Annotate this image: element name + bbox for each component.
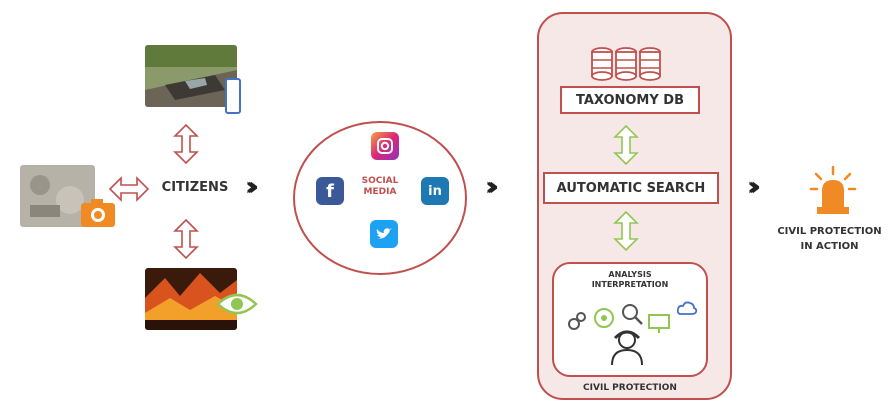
flow-arrow-3: ››› — [747, 172, 761, 202]
wildfire-photo — [145, 268, 237, 330]
arrow-citizens-top — [173, 123, 199, 165]
magnifier-icon — [620, 302, 644, 326]
gears-icon — [566, 310, 588, 332]
civil-protection-in-action-label: CIVIL PROTECTION IN ACTION — [770, 224, 889, 254]
database-icon — [590, 46, 662, 82]
arrow-taxonomy-search — [613, 124, 639, 166]
person-icon — [609, 328, 645, 366]
analysis-label: ANALYSIS INTERPRETATION — [560, 270, 700, 290]
arrow-citizens-bottom — [173, 218, 199, 260]
facebook-icon: f — [316, 177, 344, 205]
presentation-icon — [648, 314, 670, 334]
siren-icon — [808, 165, 858, 217]
citizens-label: CITIZENS — [161, 180, 229, 195]
linkedin-icon: in — [421, 177, 449, 205]
social-media-label-line1: SOCIAL — [361, 176, 399, 186]
social-media-circle — [290, 118, 470, 278]
output-line2: IN ACTION — [800, 241, 859, 252]
flow-arrow-1: ››› — [245, 172, 259, 202]
automatic-search-box: AUTOMATIC SEARCH — [543, 172, 719, 204]
twitter-icon — [370, 220, 398, 248]
camera-icon — [80, 198, 116, 228]
phone-icon — [225, 78, 241, 114]
taxonomy-db-box: TAXONOMY DB — [560, 86, 700, 114]
analysis-label-line2: INTERPRETATION — [591, 280, 669, 289]
cloud-icon — [676, 300, 698, 316]
instagram-icon — [371, 132, 399, 160]
analysis-label-line1: ANALYSIS — [608, 270, 652, 279]
eye-icon — [216, 291, 258, 317]
flow-arrow-2: ››› — [485, 172, 499, 202]
social-media-label-line2: MEDIA — [363, 187, 397, 198]
analytics-icon — [592, 306, 616, 330]
arrow-citizens-left — [108, 176, 150, 202]
damaged-road-photo — [145, 45, 237, 107]
arrow-search-analysis — [613, 210, 639, 252]
social-media-label: SOCIAL MEDIA — [355, 176, 405, 199]
civil-protection-footer: CIVIL PROTECTION — [583, 383, 677, 393]
output-line1: CIVIL PROTECTION — [777, 226, 882, 237]
